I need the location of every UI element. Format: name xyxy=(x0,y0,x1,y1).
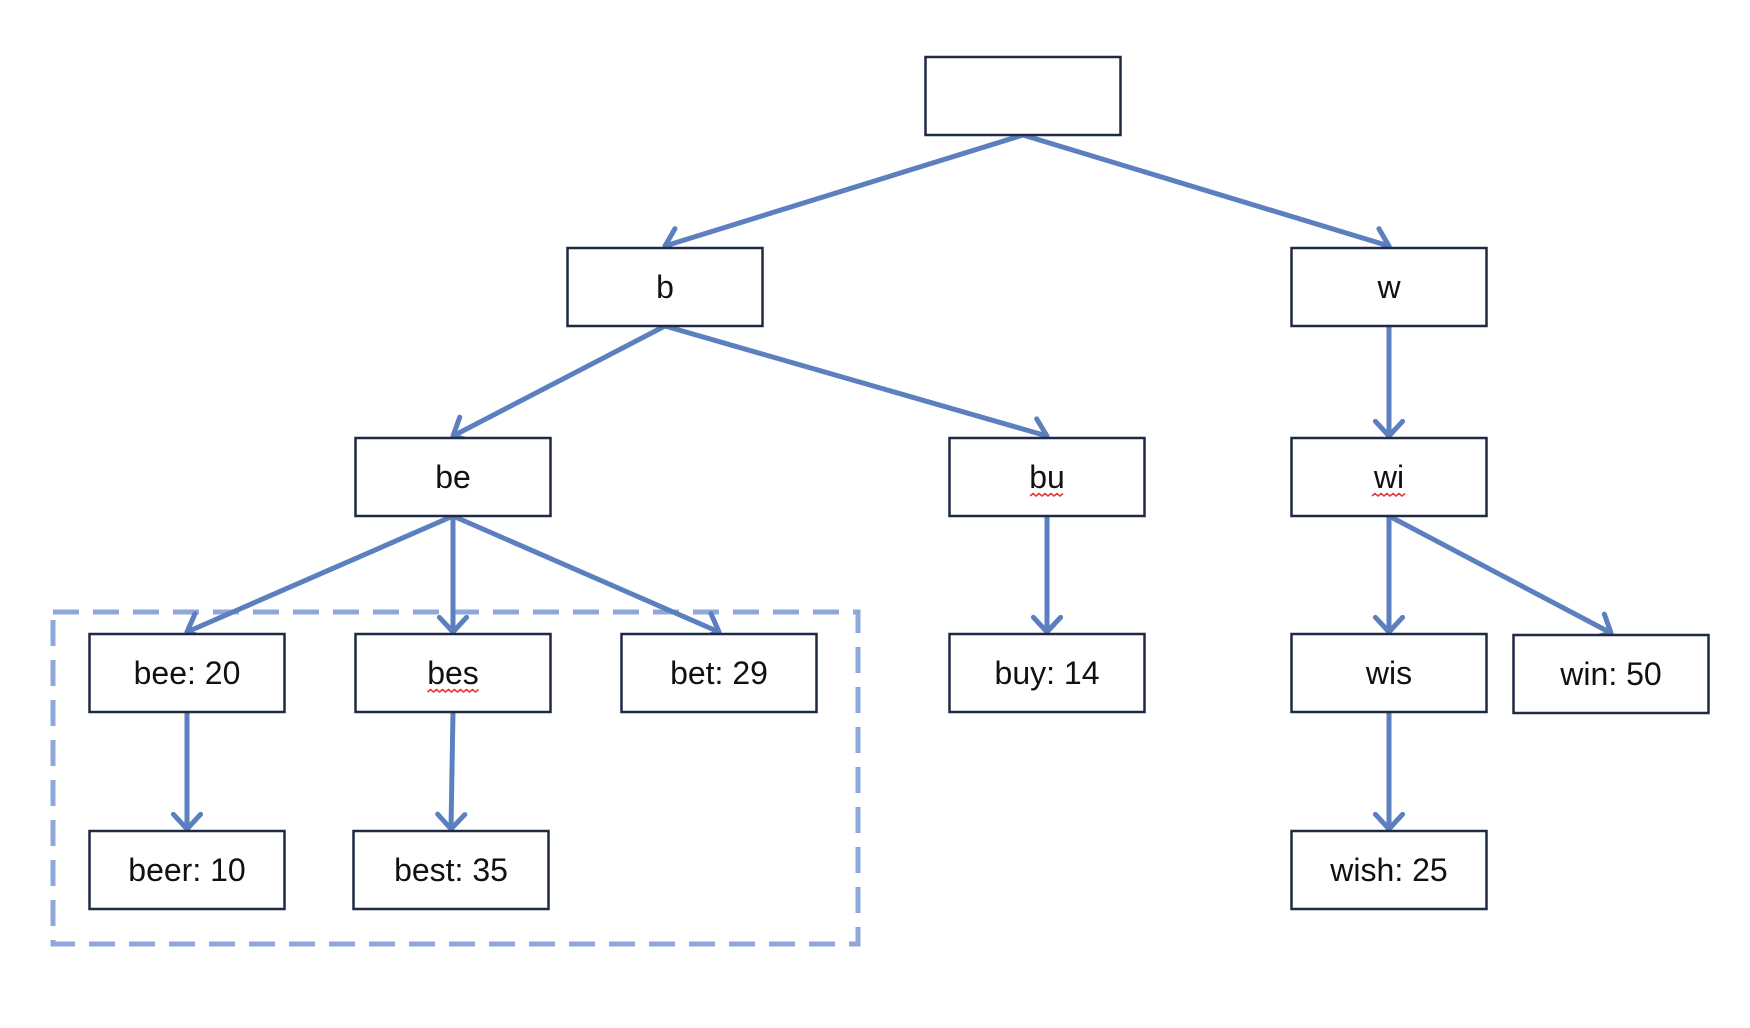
arrowhead-icon xyxy=(435,811,468,832)
edge-root-to-w xyxy=(1020,132,1392,258)
node-box xyxy=(620,632,818,714)
node-best: best: 35 xyxy=(352,829,550,911)
node-label: b xyxy=(656,269,674,305)
node-beer: beer: 10 xyxy=(88,829,286,911)
edge-bes-to-best xyxy=(435,709,468,832)
node-be: be xyxy=(354,436,552,518)
node-label: beer: 10 xyxy=(128,852,245,888)
arrowhead-icon xyxy=(1030,614,1064,635)
edge-bu-to-buy xyxy=(1030,513,1064,635)
node-box xyxy=(88,829,286,911)
node-label: bet: 29 xyxy=(670,655,768,691)
arrowhead-icon xyxy=(1372,614,1406,635)
node-box xyxy=(948,632,1146,714)
edge-wi-to-wis xyxy=(1372,513,1406,635)
node-box xyxy=(352,829,550,911)
node-wish: wish: 25 xyxy=(1290,829,1488,911)
node-label: be xyxy=(435,459,471,495)
edge-w-to-wi xyxy=(1372,323,1406,439)
arrowhead-icon xyxy=(170,811,204,832)
edge-b-to-bu xyxy=(662,323,1050,448)
node-bu: bu xyxy=(948,436,1146,518)
node-label: bes xyxy=(427,655,479,691)
node-b: b xyxy=(566,246,764,328)
node-box xyxy=(354,632,552,714)
edge-be-to-bet xyxy=(450,513,722,642)
edge-b-to-be xyxy=(450,323,668,444)
edge-wi-to-win xyxy=(1386,513,1614,641)
node-wi: wi xyxy=(1290,436,1488,518)
edge-wis-to-wish xyxy=(1372,709,1406,832)
node-label: wis xyxy=(1365,655,1412,691)
node-label: w xyxy=(1376,269,1401,305)
node-label: win: 50 xyxy=(1559,656,1661,692)
node-label: buy: 14 xyxy=(995,655,1100,691)
node-w: w xyxy=(1290,246,1488,328)
node-label: wish: 25 xyxy=(1329,852,1447,888)
edge-be-to-bes xyxy=(436,513,470,635)
node-bet: bet: 29 xyxy=(620,632,818,714)
arrowhead-icon xyxy=(1372,811,1406,832)
node-wis: wis xyxy=(1290,632,1488,714)
spellcheck-underline xyxy=(426,688,480,694)
arrowhead-icon xyxy=(436,614,470,635)
node-win: win: 50 xyxy=(1512,633,1710,715)
node-buy: buy: 14 xyxy=(948,632,1146,714)
arrowhead-icon xyxy=(1372,418,1406,439)
spellcheck-underline xyxy=(1029,492,1064,498)
node-layer: b w be bu wi bee: 20 bes bet: 29 buy: 14 wis win: … xyxy=(88,55,1710,911)
node-box xyxy=(88,632,286,714)
node-box xyxy=(1290,436,1488,518)
node-bes: bes xyxy=(354,632,552,714)
node-label: bee: 20 xyxy=(134,655,241,691)
node-root xyxy=(924,55,1122,137)
node-box xyxy=(924,55,1122,137)
edge-be-to-bee xyxy=(184,513,456,642)
node-box xyxy=(566,246,764,328)
node-label: bu xyxy=(1029,459,1065,495)
node-box xyxy=(1290,829,1488,911)
node-box xyxy=(354,436,552,518)
node-box xyxy=(1512,633,1710,715)
spellcheck-underline xyxy=(1371,492,1406,498)
node-label: wi xyxy=(1373,459,1404,495)
edge-bee-to-beer xyxy=(170,709,204,832)
node-box xyxy=(948,436,1146,518)
node-bee: bee: 20 xyxy=(88,632,286,714)
node-label: best: 35 xyxy=(394,852,508,888)
edge-root-to-b xyxy=(662,132,1026,258)
edge-layer xyxy=(170,132,1614,832)
node-box xyxy=(1290,632,1488,714)
node-box xyxy=(1290,246,1488,328)
